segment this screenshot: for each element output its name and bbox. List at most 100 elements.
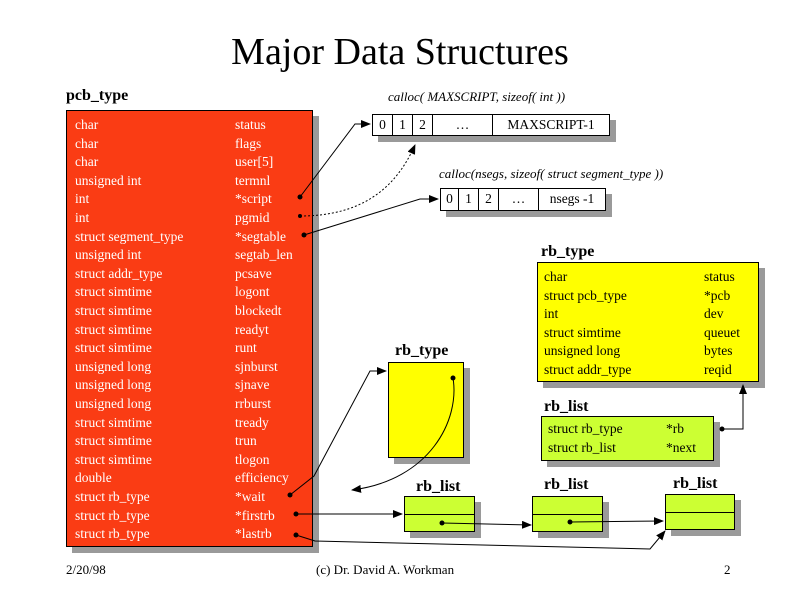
pcb-field-name: runt bbox=[235, 340, 257, 356]
pcb-field-name: status bbox=[235, 117, 266, 132]
rb-pointer-arrow bbox=[722, 384, 747, 430]
pcb-field-name: *script bbox=[235, 191, 272, 207]
pcb-field-type: double bbox=[75, 470, 112, 486]
pcb-field-type: char bbox=[75, 117, 99, 132]
segment-array-cell: 0 bbox=[441, 189, 459, 210]
pcb-field-name: rrburst bbox=[235, 396, 271, 411]
pcb-field-name: logont bbox=[235, 284, 270, 300]
rb-type-def-field-type: struct addr_type bbox=[544, 362, 632, 377]
rb-list-def-label: rb_list bbox=[544, 398, 589, 415]
rb-list-next-arrow-2 bbox=[569, 517, 664, 526]
pcb-field-name: *segtable bbox=[235, 228, 286, 244]
rb-type-def-field-name: status bbox=[704, 269, 735, 284]
rb-list-node-3-label: rb_list bbox=[673, 475, 718, 492]
pcb-field-type: char bbox=[75, 154, 99, 170]
rb-type-node-curve bbox=[351, 377, 455, 493]
script-array-cell: 1 bbox=[393, 115, 413, 135]
pcb-field-type: unsigned int bbox=[75, 247, 142, 263]
pcb-field-name: tlogon bbox=[235, 451, 270, 467]
rb-list-node-2-label: rb_list bbox=[544, 476, 589, 493]
script-array-cell: 2 bbox=[413, 115, 433, 135]
script-array-cell: … bbox=[433, 115, 493, 135]
script-pointer-arrow bbox=[299, 120, 371, 198]
pcb-field-name: trun bbox=[235, 433, 257, 449]
segment-array-cell: 2 bbox=[479, 189, 499, 210]
rb-list-node-2 bbox=[532, 496, 603, 532]
pcb-field-name: *firstrb bbox=[235, 507, 275, 523]
segtable-pointer-arrow bbox=[303, 195, 439, 236]
rb-type-def-field-type: struct simtime bbox=[544, 324, 621, 340]
pcb-field-type: struct rb_type bbox=[75, 507, 150, 523]
rb-type-def-field-type: char bbox=[544, 269, 568, 284]
segment-array-caption: calloc(nsegs, sizeof( struct segment_typ… bbox=[439, 166, 664, 181]
footer-date: 2/20/98 bbox=[66, 562, 106, 577]
pcb-type-box: char status char flags char user[5] unsigned i… bbox=[66, 110, 313, 547]
pcb-field-name: blockedt bbox=[235, 303, 282, 318]
script-array-cell: MAXSCRIPT-1 bbox=[507, 117, 595, 132]
pcb-field-type: unsigned long bbox=[75, 377, 152, 393]
pcb-field-type: unsigned long bbox=[75, 358, 152, 374]
pcb-field-type: struct simtime bbox=[75, 451, 152, 467]
pcb-field-name: sjnave bbox=[235, 377, 270, 393]
segment-array-cell: 1 bbox=[459, 189, 479, 210]
pcb-type-label: pcb_type bbox=[66, 87, 129, 104]
rb-type-def-field-name: queuet bbox=[704, 324, 740, 340]
script-array-caption: calloc( MAXSCRIPT, sizeof( int )) bbox=[388, 89, 566, 104]
rb-type-def-field-name: *pcb bbox=[704, 287, 731, 303]
rb-list-def-field-type: struct rb_list bbox=[548, 440, 616, 455]
pcb-field-name: efficiency bbox=[235, 470, 289, 486]
lastrb-pointer-arrow bbox=[295, 530, 666, 550]
pcb-field-type: int bbox=[75, 191, 90, 207]
rb-list-def-field-type: struct rb_type bbox=[548, 421, 623, 436]
pcb-field-type: struct simtime bbox=[75, 303, 152, 318]
script-array-cell: 0 bbox=[373, 115, 393, 135]
rb-list-node-1-label: rb_list bbox=[416, 478, 461, 495]
pcb-field-name: readyt bbox=[235, 321, 269, 337]
pcb-field-name: *wait bbox=[235, 489, 265, 504]
rb-type-node-label: rb_type bbox=[395, 342, 449, 359]
pcb-field-type: struct simtime bbox=[75, 414, 152, 430]
rb-type-def-label: rb_type bbox=[541, 243, 595, 260]
rb-type-def-field-name: bytes bbox=[704, 343, 733, 359]
rb-list-node-1 bbox=[404, 496, 475, 532]
rb-type-def-field-type: struct pcb_type bbox=[544, 287, 627, 303]
pcb-field-name: segtab_len bbox=[235, 247, 293, 263]
pcb-field-name: tready bbox=[235, 414, 269, 430]
footer-page-number: 2 bbox=[724, 562, 731, 577]
pcb-field-name: sjnburst bbox=[235, 358, 278, 374]
pcb-field-type: char bbox=[75, 135, 99, 151]
pcb-field-type: struct simtime bbox=[75, 321, 152, 337]
pcb-field-name: termnl bbox=[235, 172, 271, 188]
pcb-field-type: struct simtime bbox=[75, 284, 152, 300]
pcb-field-type: struct simtime bbox=[75, 433, 152, 449]
rb-type-def-field-name: reqid bbox=[704, 362, 732, 377]
pcb-field-name: pcsave bbox=[235, 265, 272, 281]
rb-type-def-field-type: int bbox=[544, 306, 559, 322]
segment-array-cell: … bbox=[499, 189, 539, 210]
pcb-field-name: user[5] bbox=[235, 154, 274, 170]
rb-type-def-field-type: unsigned long bbox=[544, 343, 621, 359]
pcb-field-type: struct addr_type bbox=[75, 265, 163, 281]
page-title: Major Data Structures bbox=[231, 31, 569, 73]
pcb-field-type: unsigned long bbox=[75, 396, 152, 411]
segment-array-cell: nsegs -1 bbox=[549, 191, 595, 206]
pcb-field-type: struct rb_type bbox=[75, 489, 150, 504]
rb-list-def-field-name: *rb bbox=[666, 421, 684, 436]
pcb-field-type: struct segment_type bbox=[75, 228, 184, 244]
footer-author: (c) Dr. David A. Workman bbox=[316, 562, 455, 577]
rb-type-def-box: char status struct pcb_type *pcb int dev struc… bbox=[537, 262, 759, 382]
pcb-field-name: *lastrb bbox=[235, 526, 272, 542]
rb-list-def-field-name: *next bbox=[666, 440, 696, 455]
rb-list-def-box: struct rb_type *rb struct rb_list *next bbox=[541, 416, 714, 461]
pcb-field-type: struct simtime bbox=[75, 340, 152, 356]
pcb-field-name: flags bbox=[235, 135, 262, 151]
rb-type-def-field-name: dev bbox=[704, 306, 724, 322]
rb-list-node-3 bbox=[665, 494, 735, 530]
pgmid-dotted-arrow bbox=[299, 144, 416, 217]
pcb-field-type: int bbox=[75, 210, 90, 225]
rb-list-next-arrow-1 bbox=[441, 520, 532, 529]
pcb-field-name: pgmid bbox=[235, 210, 270, 225]
